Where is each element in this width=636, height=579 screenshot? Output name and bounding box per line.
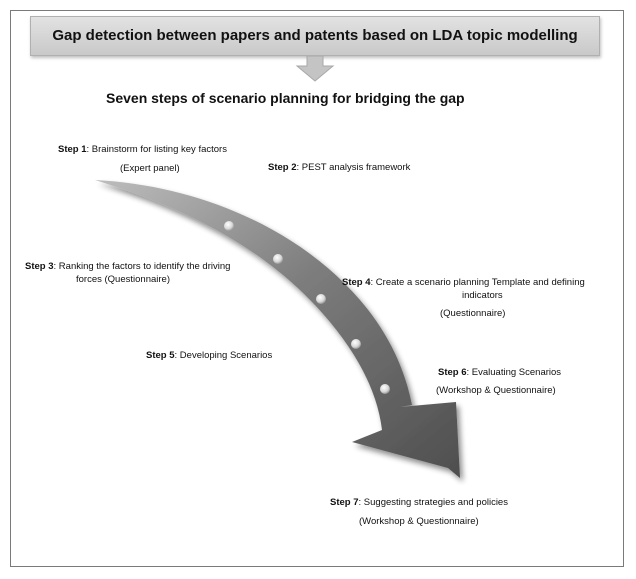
step-2-label: Step 2 [268, 162, 297, 173]
step-5: Step 5: Developing Scenarios [146, 349, 272, 363]
step-6-text: : Evaluating Scenarios [466, 367, 562, 378]
down-arrow-icon [295, 56, 335, 82]
step-7-label: Step 7 [330, 497, 359, 508]
step-4-text-line2: indicators [462, 290, 503, 301]
arrow-dot-5 [380, 384, 390, 394]
banner-title: Gap detection between papers and patents… [52, 27, 578, 44]
step-6-label: Step 6 [438, 367, 467, 378]
step-3-text: : Ranking the factors to identify the dr… [53, 261, 231, 272]
arrow-dot-3 [316, 294, 326, 304]
step-1-text: : Brainstorm for listing key factors [86, 144, 227, 155]
arrow-body [95, 180, 460, 478]
step-2-text: : PEST analysis framework [296, 162, 411, 173]
step-5-text: : Developing Scenarios [174, 350, 273, 361]
arrow-dot-2 [273, 254, 283, 264]
step-3-text-line2: forces (Questionnaire) [76, 274, 170, 285]
arrow-dot-4 [351, 339, 361, 349]
step-4-label: Step 4 [342, 277, 371, 288]
figure-frame [10, 10, 624, 567]
step-3: Step 3: Ranking the factors to identify … [25, 260, 230, 274]
subtitle: Seven steps of scenario planning for bri… [106, 90, 465, 106]
step-6-note: (Workshop & Questionnaire) [436, 385, 556, 396]
step-1: Step 1: Brainstorm for listing key facto… [58, 143, 227, 157]
step-1-note: (Expert panel) [120, 163, 180, 174]
step-4-text: : Create a scenario planning Template an… [370, 277, 585, 288]
step-6: Step 6: Evaluating Scenarios [438, 366, 561, 380]
arrow-dot-1 [224, 221, 234, 231]
step-2: Step 2: PEST analysis framework [268, 161, 410, 175]
step-3-label: Step 3 [25, 261, 54, 272]
step-7-note: (Workshop & Questionnaire) [359, 516, 479, 527]
step-7: Step 7: Suggesting strategies and polici… [330, 496, 508, 510]
step-4: Step 4: Create a scenario planning Templ… [342, 276, 585, 290]
step-4-note: (Questionnaire) [440, 308, 506, 319]
step-1-label: Step 1 [58, 144, 87, 155]
step-5-label: Step 5 [146, 350, 175, 361]
step-7-text: : Suggesting strategies and policies [358, 497, 508, 508]
